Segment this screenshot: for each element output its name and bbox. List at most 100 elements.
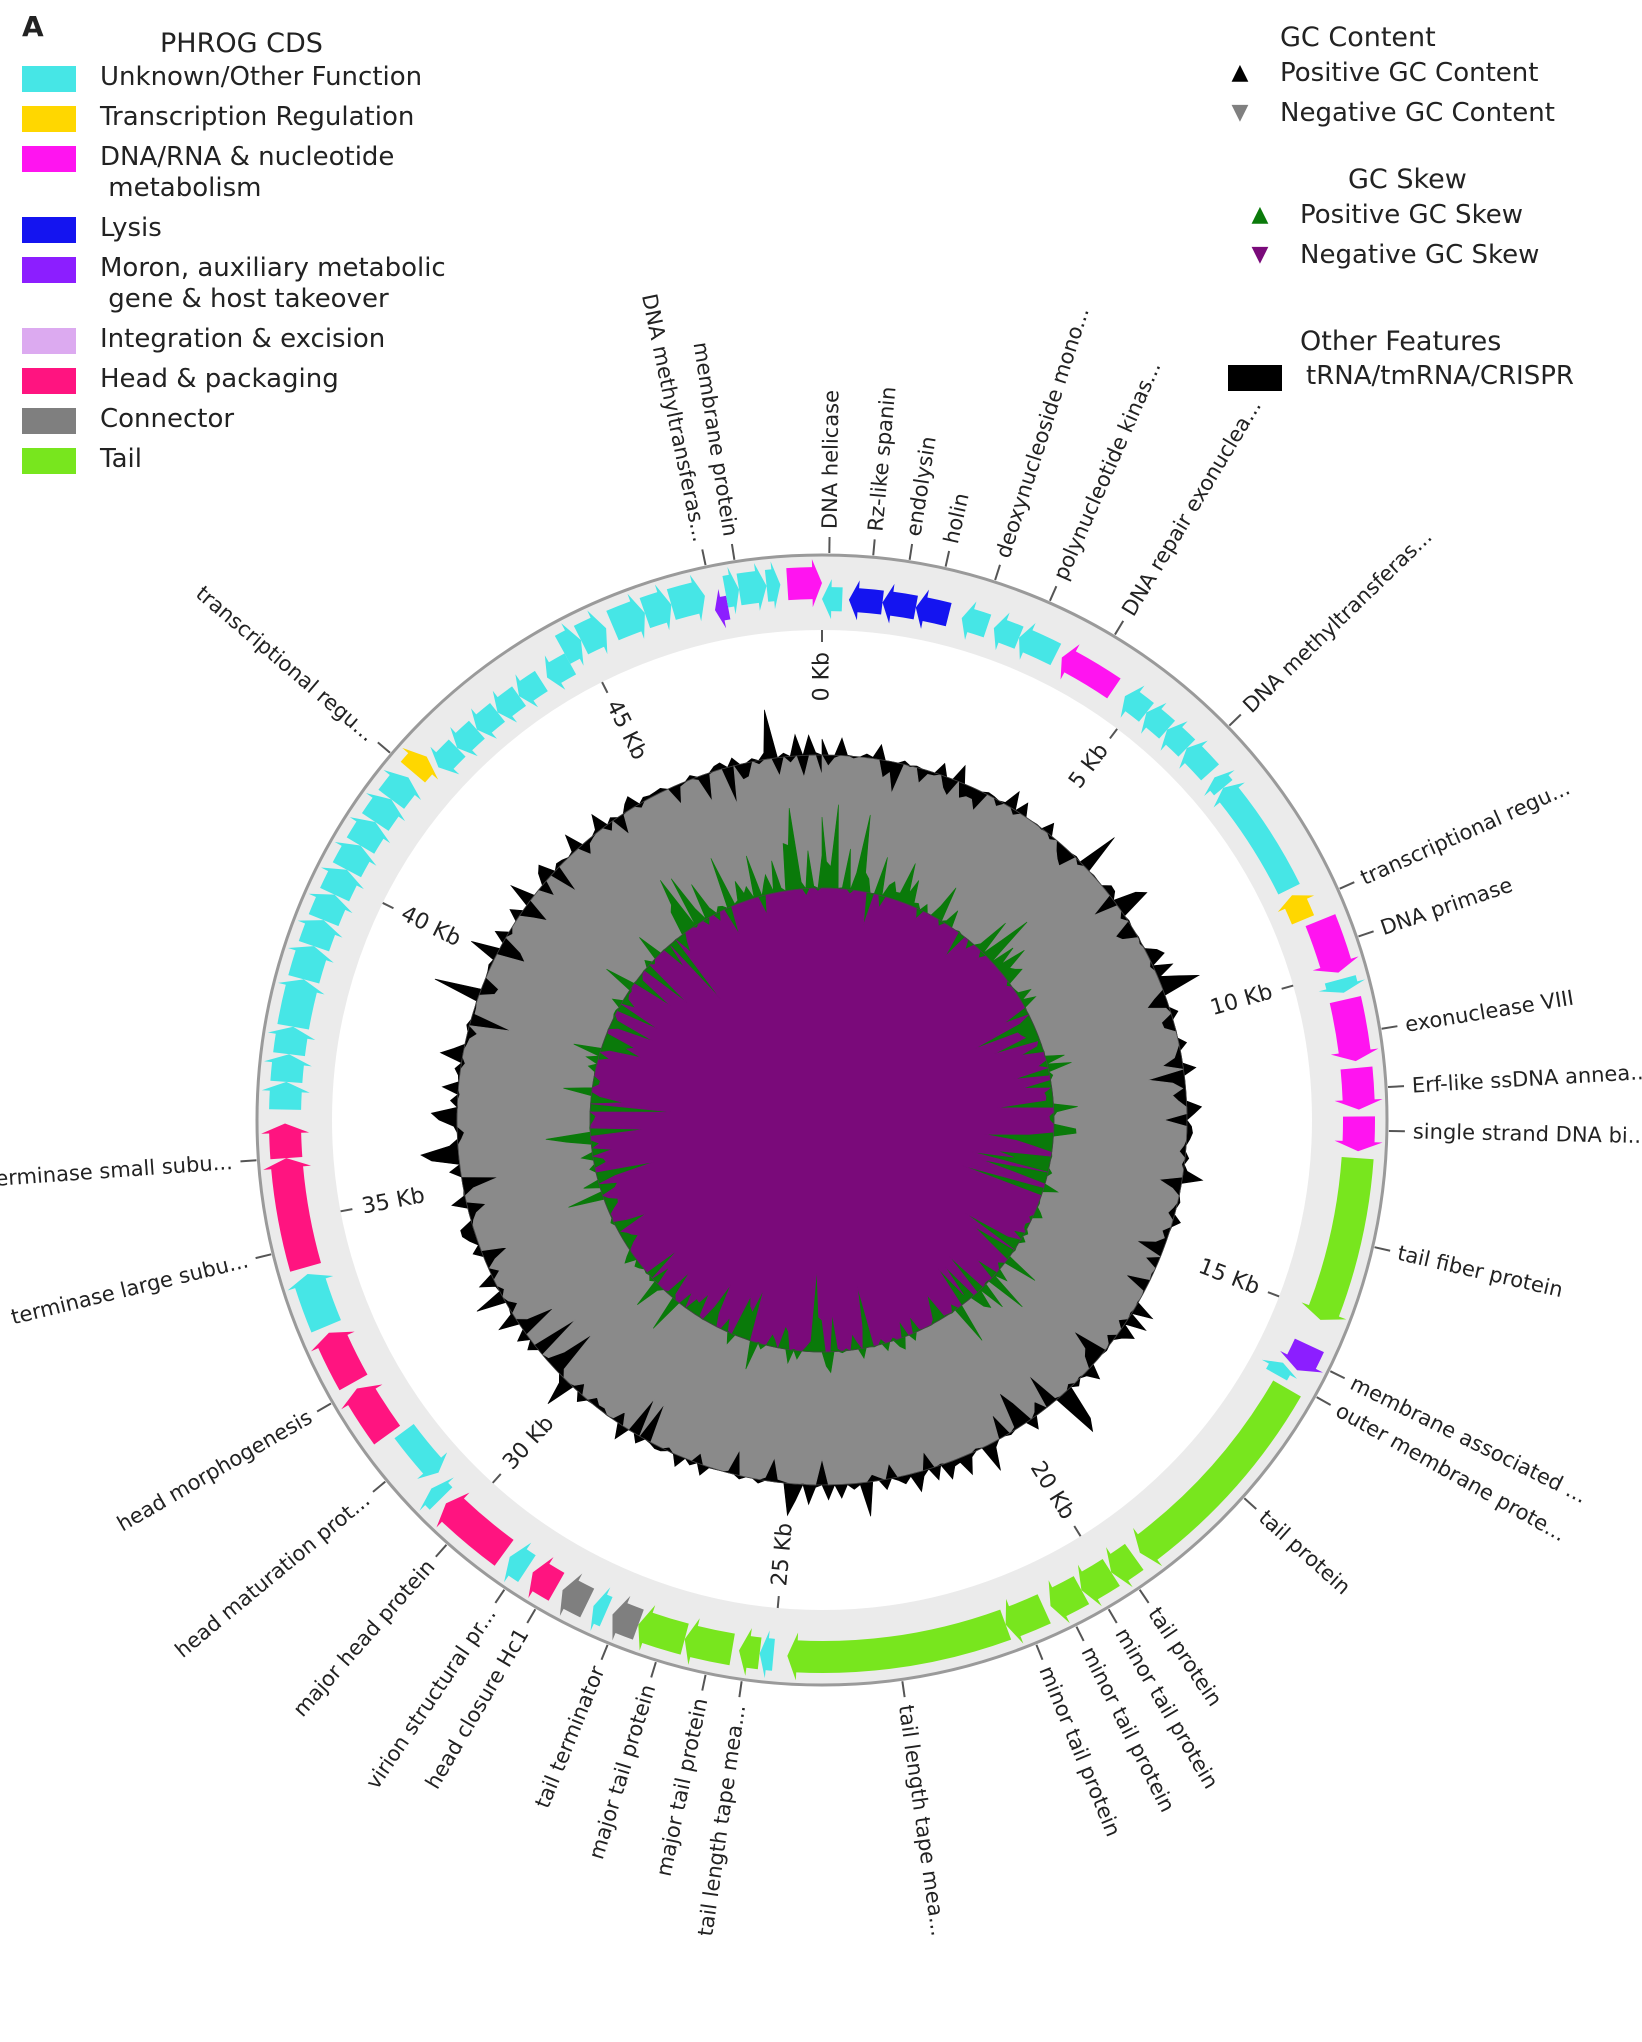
cds-arrow xyxy=(786,559,822,608)
other-feature-row: tRNA/tmRNA/CRISPR xyxy=(1228,361,1574,392)
phrog-legend-item: DNA/RNA & nucleotide metabolism xyxy=(22,142,446,204)
cds-arrow xyxy=(1179,740,1220,781)
cds-arrow xyxy=(1261,1359,1298,1381)
phrog-legend-swatch xyxy=(22,448,76,474)
cds-arrow xyxy=(1334,1066,1383,1110)
position-tick xyxy=(382,902,394,910)
cds-arrow xyxy=(1329,995,1379,1062)
phrog-legend-item: Lysis xyxy=(22,213,446,244)
gc-content-negative-symbol: ▼ xyxy=(1231,100,1249,125)
phrog-legend-label: Tail xyxy=(100,444,142,474)
cds-arrow xyxy=(1005,1594,1051,1644)
phrog-legend-title: PHROG CDS xyxy=(160,28,323,59)
position-tick xyxy=(1109,728,1118,740)
cds-arrow xyxy=(310,1331,368,1391)
gene-label-leader xyxy=(1035,1644,1044,1661)
cds-arrow xyxy=(684,1618,735,1666)
cds-arrow xyxy=(378,770,422,809)
cds-arrow xyxy=(277,979,325,1030)
gene-label-leader xyxy=(1358,930,1374,938)
gc-content-negative-label: Negative GC Content xyxy=(1280,98,1555,128)
cds-arrow xyxy=(1280,1338,1324,1373)
cds-arrow xyxy=(320,867,364,902)
gene-label-leader xyxy=(1387,1085,1405,1089)
cds-arrow xyxy=(606,593,645,641)
position-tick-label: 30 Kb xyxy=(498,1411,559,1475)
gene-label-leader xyxy=(994,564,1001,581)
cds-arrow xyxy=(1213,782,1300,895)
gene-label: DNA helicase xyxy=(818,390,844,529)
cds-arrow xyxy=(297,920,343,952)
cds-arrow xyxy=(722,567,740,615)
cds-arrow xyxy=(1077,1558,1120,1607)
gene-label-leader xyxy=(738,1681,743,1698)
cds-arrow xyxy=(882,583,918,624)
phrog-legend-item: Transcription Regulation xyxy=(22,102,446,133)
cds-arrow xyxy=(764,561,781,610)
cds-arrow xyxy=(714,589,731,629)
cds-arrow xyxy=(993,612,1024,651)
track-baseline xyxy=(589,887,1055,1353)
cds-features xyxy=(261,559,1383,1681)
cds-arrow xyxy=(515,670,548,708)
cds-arrow xyxy=(1106,1543,1144,1588)
cds-arrow xyxy=(471,702,506,739)
gene-label-leader xyxy=(730,543,736,560)
gc-content-positive-row: ▲ Positive GC Content xyxy=(1220,53,1555,93)
cds-arrow xyxy=(590,1587,613,1632)
gene-label-leader xyxy=(526,1608,537,1624)
gene-label-leader xyxy=(1243,1497,1257,1510)
gene-label: tail terminator xyxy=(530,1662,609,1811)
gene-label: single strand DNA bi... xyxy=(1413,1119,1642,1148)
cds-arrow xyxy=(419,1477,454,1511)
gene-label: transcriptional regu... xyxy=(1357,775,1574,889)
gc-skew-positive-symbol: ▲ xyxy=(1251,202,1269,227)
position-tick-label: 45 Kb xyxy=(601,696,652,764)
gene-label-leader xyxy=(1316,1396,1332,1406)
gc-content-positive-label: Positive GC Content xyxy=(1280,58,1539,88)
cds-arrow xyxy=(961,601,992,640)
position-tick xyxy=(340,1208,353,1213)
gc-skew-legend-title: GC Skew xyxy=(1348,164,1467,195)
cds-arrow xyxy=(528,1557,565,1601)
gene-label: endolysin xyxy=(901,435,940,538)
gc-content-negative-row: ▼ Negative GC Content xyxy=(1220,93,1555,133)
gc-content-legend-title: GC Content xyxy=(1280,22,1436,53)
panel-label: A xyxy=(22,10,44,43)
gene-label-leader xyxy=(701,1674,707,1691)
cds-arrow xyxy=(400,747,439,783)
gene-label: DNA repair exonuclea... xyxy=(1117,395,1266,620)
cds-arrow xyxy=(361,793,406,831)
cds-arrow xyxy=(1277,895,1315,925)
other-feature-label: tRNA/tmRNA/CRISPR xyxy=(1306,361,1574,391)
cds-arrow xyxy=(430,739,466,775)
gc-skew-positive-row: ▲ Positive GC Skew xyxy=(1240,195,1539,235)
cds-arrow xyxy=(544,653,577,690)
phrog-legend-label: Head & packaging xyxy=(100,364,339,394)
gc-content-legend: GC Content ▲ Positive GC Content ▼ Negat… xyxy=(1220,22,1555,133)
gene-label: transcriptional regu... xyxy=(191,581,379,746)
gc-skew-negative-symbol: ▼ xyxy=(1251,242,1269,267)
cds-arrow xyxy=(554,623,584,666)
cds-arrow xyxy=(915,589,952,629)
cds-arrow xyxy=(1318,975,1366,993)
gene-label-leader xyxy=(600,1644,609,1661)
phrog-legend-label: Lysis xyxy=(100,213,162,243)
gene-label: tail fiber protein xyxy=(1395,1241,1565,1302)
cds-arrow xyxy=(822,579,843,620)
phrog-legend-label: Transcription Regulation xyxy=(100,102,415,132)
cds-arrow xyxy=(308,893,353,927)
track-baseline xyxy=(456,754,1188,1486)
cds-arrow xyxy=(1060,644,1121,699)
cds-arrow xyxy=(332,841,377,878)
phrog-legend-item: Tail xyxy=(22,444,446,475)
gene-label-leader xyxy=(1381,1025,1398,1030)
gc-skew-track xyxy=(545,804,1078,1374)
position-tick xyxy=(601,681,609,694)
cds-arrow xyxy=(267,1026,316,1057)
phrog-legend-label: Connector xyxy=(100,404,235,434)
position-tick-label: 15 Kb xyxy=(1195,1254,1263,1300)
cds-arrow xyxy=(736,563,767,611)
phrog-legend-label: Integration & excision xyxy=(100,324,386,354)
